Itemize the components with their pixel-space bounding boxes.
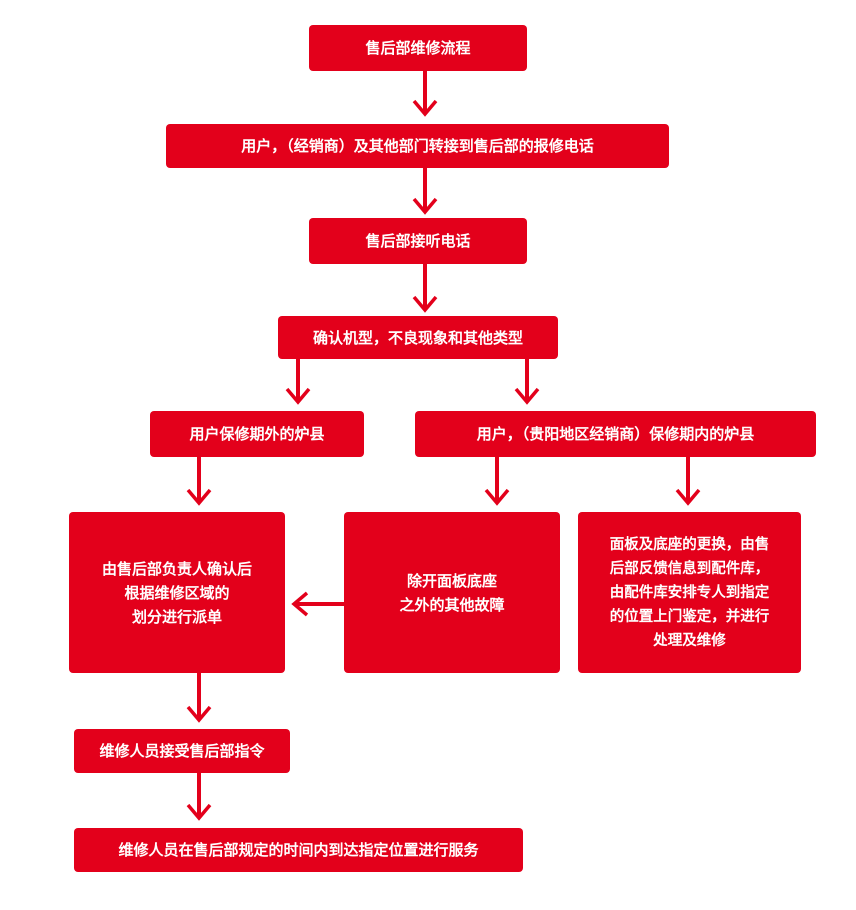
arrow-in-warranty-to-replace-parts [675, 457, 701, 506]
arrow-dispatch-to-accept [186, 673, 212, 723]
node-report-call: 用户，（经销商）及其他部门转接到售后部的报修电话 [166, 124, 669, 168]
node-replace-parts-text: 面板及底座的更换，由售 后部反馈信息到配件库， 由配件库安排专人到指定 的位置上… [609, 536, 770, 649]
node-title-text: 售后部维修流程 [365, 39, 471, 57]
arrow-title-to-report [412, 71, 438, 117]
node-replace-parts: 面板及底座的更换，由售 后部反馈信息到配件库， 由配件库安排专人到指定 的位置上… [578, 512, 801, 673]
node-out-of-warranty-text: 用户保修期外的炉县 [189, 425, 325, 443]
node-dispatch: 由售后部负责人确认后 根据维修区域的 划分进行派单 [69, 512, 285, 673]
node-dispatch-text: 由售后部负责人确认后 根据维修区域的 划分进行派单 [101, 559, 252, 626]
arrow-in-warranty-to-other-faults [484, 457, 510, 506]
node-accept-order-text: 维修人员接受售后部指令 [99, 742, 265, 760]
node-service: 维修人员在售后部规定的时间内到达指定位置进行服务 [74, 828, 523, 872]
arrow-accept-to-service [186, 773, 212, 821]
arrow-answer-to-confirm [412, 264, 438, 313]
arrow-out-warranty-to-dispatch [186, 457, 212, 506]
node-in-warranty-text: 用户，（贵阳地区经销商）保修期内的炉县 [476, 425, 755, 443]
node-confirm: 确认机型，不良现象和其他类型 [278, 316, 558, 359]
arrow-confirm-to-in-warranty [514, 359, 540, 405]
arrow-other-faults-to-dispatch [291, 591, 344, 617]
node-report-call-text: 用户，（经销商）及其他部门转接到售后部的报修电话 [241, 137, 594, 155]
node-title: 售后部维修流程 [309, 25, 527, 71]
node-out-of-warranty: 用户保修期外的炉县 [150, 411, 364, 457]
arrow-report-to-answer [412, 168, 438, 215]
node-service-text: 维修人员在售后部规定的时间内到达指定位置进行服务 [118, 841, 479, 859]
node-answer-call: 售后部接听电话 [309, 218, 527, 264]
node-accept-order: 维修人员接受售后部指令 [74, 729, 290, 773]
arrow-confirm-to-out-warranty [285, 359, 311, 405]
node-other-faults: 除开面板底座 之外的其他故障 [344, 512, 560, 673]
node-in-warranty: 用户，（贵阳地区经销商）保修期内的炉县 [415, 411, 816, 457]
node-other-faults-text: 除开面板底座 之外的其他故障 [399, 571, 505, 614]
node-confirm-text: 确认机型，不良现象和其他类型 [312, 328, 523, 347]
node-answer-call-text: 售后部接听电话 [365, 232, 471, 250]
